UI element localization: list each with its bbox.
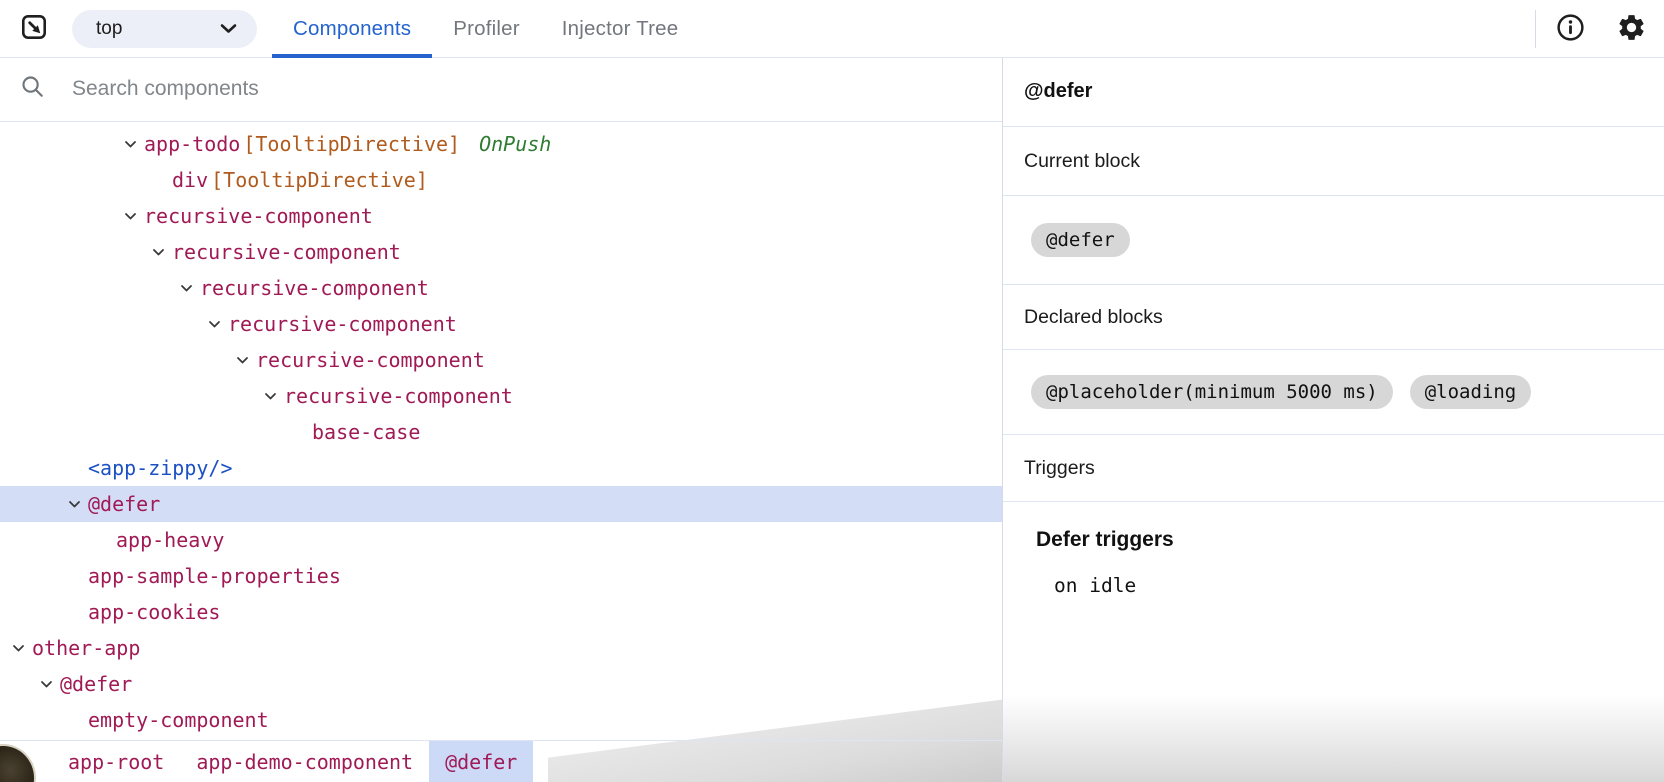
breadcrumb-item[interactable]: app-root xyxy=(68,749,165,774)
info-icon xyxy=(1555,12,1586,46)
inspect-icon xyxy=(19,12,49,45)
tree-node-label: app-sample-properties xyxy=(88,564,341,588)
chevron-down-icon xyxy=(220,18,237,40)
tree-node[interactable]: app-todo[TooltipDirective] OnPush xyxy=(0,126,1002,162)
chevron-down-icon[interactable] xyxy=(124,212,144,221)
triggers-header: Triggers xyxy=(1003,435,1664,502)
tree-node-label: <app-zippy/> xyxy=(88,456,233,480)
block-chip: @placeholder(minimum 5000 ms) xyxy=(1031,375,1393,409)
tree-node-label: @defer xyxy=(60,672,133,696)
search-input[interactable] xyxy=(70,76,1002,102)
block-chip: @defer xyxy=(1031,223,1130,257)
panel-divider xyxy=(1002,57,1003,782)
tree-node[interactable]: app-cookies xyxy=(0,594,1002,630)
tree-node-label: recursive-component xyxy=(172,240,401,264)
declared-blocks-header: Declared blocks xyxy=(1003,285,1664,350)
chevron-down-icon[interactable] xyxy=(12,644,32,653)
tree-node-directives: [TooltipDirective] xyxy=(211,168,428,192)
tree-node-label: app-cookies xyxy=(88,600,221,624)
tree-node-label: empty-component xyxy=(88,708,269,732)
breadcrumb-item[interactable]: app-demo-component xyxy=(196,749,414,774)
current-block-chips: @defer xyxy=(1003,196,1664,285)
tab-bar: Components Profiler Injector Tree xyxy=(272,0,699,58)
chevron-down-icon[interactable] xyxy=(40,680,60,689)
tree-node[interactable]: other-app xyxy=(0,630,1002,666)
component-explorer-panel: app-todo[TooltipDirective]OnPushdiv[Tool… xyxy=(0,57,1002,782)
chevron-down-icon[interactable] xyxy=(180,284,200,293)
tab-profiler[interactable]: Profiler xyxy=(453,16,520,40)
topbar: top Components Profiler Injector Tree xyxy=(0,0,1664,58)
tree-node[interactable]: recursive-component xyxy=(0,270,1002,306)
tree-node[interactable]: <app-zippy/> xyxy=(0,450,1002,486)
tree-node[interactable]: app-sample-properties xyxy=(0,558,1002,594)
frame-selector-dropdown[interactable]: top xyxy=(72,9,257,48)
chevron-down-icon[interactable] xyxy=(236,356,256,365)
details-title: @defer xyxy=(1003,57,1664,127)
tree-node-label: recursive-component xyxy=(228,312,457,336)
tree-node-directives: [TooltipDirective] xyxy=(243,132,461,156)
tree-node-label: recursive-component xyxy=(284,384,513,408)
settings-button[interactable] xyxy=(1616,12,1647,46)
tree-node-label: app-todo xyxy=(144,132,241,156)
tree-node[interactable]: app-heavy xyxy=(0,522,1002,558)
tree-node[interactable]: base-case xyxy=(0,414,1002,450)
tree-node-label: recursive-component xyxy=(144,204,373,228)
block-chip: @loading xyxy=(1409,375,1532,409)
search-bar xyxy=(0,57,1002,122)
chevron-down-icon[interactable] xyxy=(264,392,284,401)
frame-selector-value: top xyxy=(96,17,123,39)
tree-node-label: div xyxy=(172,168,209,192)
defer-triggers-list: on idle xyxy=(1036,574,1664,597)
search-icon xyxy=(19,73,46,105)
current-block-header: Current block xyxy=(1003,127,1664,196)
tree-node[interactable]: recursive-component xyxy=(0,306,1002,342)
breadcrumb: app-root app-demo-component @defer xyxy=(0,740,1002,782)
chevron-down-icon[interactable] xyxy=(208,320,228,329)
tree-node[interactable]: @defer xyxy=(0,666,1002,702)
tree-node[interactable]: recursive-component xyxy=(0,198,1002,234)
tree-node[interactable]: recursive-component xyxy=(0,378,1002,414)
tree-node[interactable]: recursive-component xyxy=(0,234,1002,270)
breadcrumb-item[interactable]: @defer xyxy=(429,741,534,782)
inspect-element-button[interactable] xyxy=(16,11,52,47)
tree-node-label: other-app xyxy=(32,636,141,660)
defer-trigger-item: on idle xyxy=(1054,574,1137,597)
info-button[interactable] xyxy=(1555,12,1586,46)
tree-node[interactable]: div[TooltipDirective] xyxy=(0,162,1002,198)
tree-node-label: base-case xyxy=(312,420,421,444)
chevron-down-icon[interactable] xyxy=(152,248,172,257)
tree-node-label: @defer xyxy=(88,492,161,516)
details-panel: @defer Current block @defer Declared blo… xyxy=(1003,57,1664,782)
tab-components[interactable]: Components xyxy=(272,0,433,58)
tree-node-label: app-heavy xyxy=(116,528,225,552)
chevron-down-icon[interactable] xyxy=(68,500,88,509)
tree-node-label: recursive-component xyxy=(256,348,485,372)
tree-node[interactable]: empty-component xyxy=(0,702,1002,738)
chevron-down-icon[interactable] xyxy=(124,140,144,149)
declared-blocks-chips: @placeholder(minimum 5000 ms) @loading xyxy=(1003,350,1664,435)
defer-triggers-section: Defer triggers on idle xyxy=(1003,528,1664,597)
tree-node[interactable]: recursive-component xyxy=(0,342,1002,378)
tab-injector-tree[interactable]: Injector Tree xyxy=(561,16,679,40)
gear-icon xyxy=(1616,12,1647,46)
defer-triggers-heading: Defer triggers xyxy=(1036,528,1174,551)
topbar-divider xyxy=(1535,9,1536,48)
tree-node-label: recursive-component xyxy=(200,276,429,300)
onpush-badge: OnPush xyxy=(479,132,552,156)
details-title-text: @defer xyxy=(1024,80,1093,102)
tree-node[interactable]: @defer xyxy=(0,486,1002,522)
